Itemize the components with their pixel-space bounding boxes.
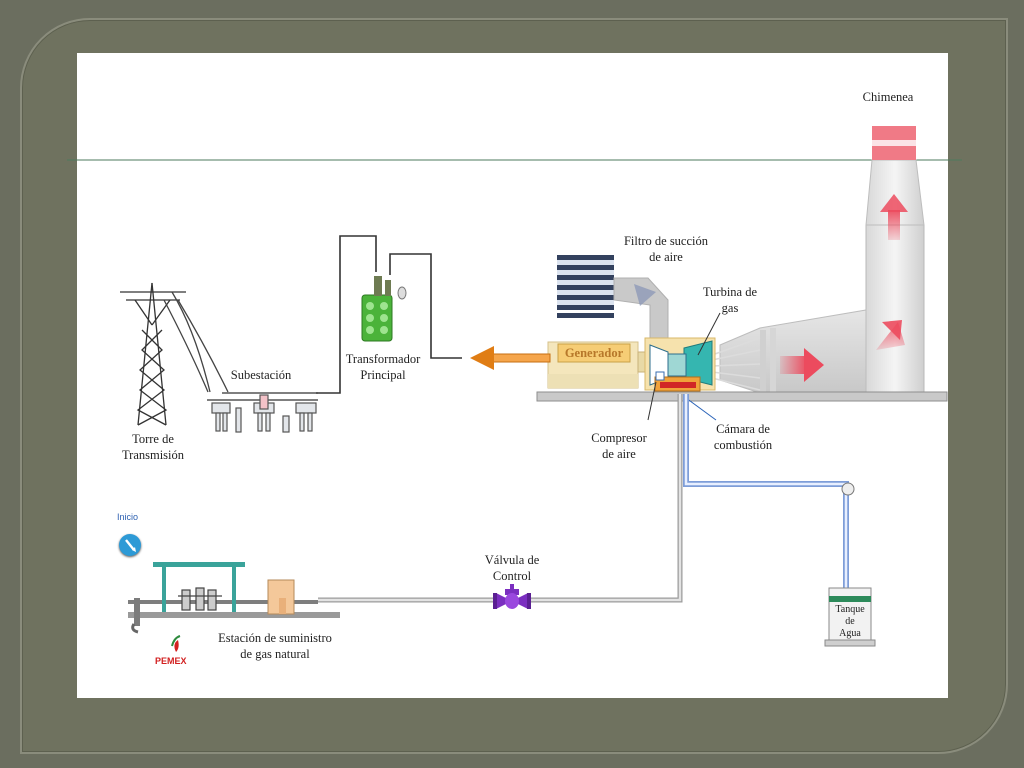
start-link[interactable]: Inicio [117,512,139,522]
base-platform [536,391,948,402]
chimney [865,126,925,394]
gas-turbine-assembly [644,312,721,421]
water-tank [824,587,876,647]
pemex-logo-icon [171,635,181,652]
power-output-arrow [470,346,551,370]
control-valve [493,584,531,609]
label-chimney: Chimenea [862,90,914,104]
generator [547,341,649,389]
label-substation: Subestación [230,368,292,382]
main-transformer [316,235,462,394]
pemex-label: PEMEX [155,656,187,666]
transmission-tower [120,282,229,426]
air-suction-filter [557,255,669,346]
start-button[interactable] [119,534,141,556]
info-arrow-icon [125,539,136,552]
label-generator: Generador [564,346,624,360]
gas-supply-station [128,562,340,634]
substation [207,392,318,433]
exhaust-duct [711,309,867,394]
gas-pipeline [318,394,855,603]
